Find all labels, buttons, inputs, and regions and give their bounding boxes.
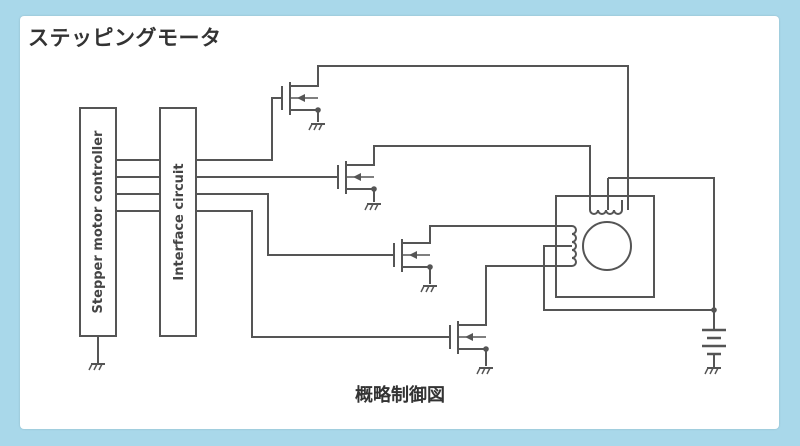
coil-a xyxy=(589,200,623,215)
stepper-motor xyxy=(543,177,717,313)
interface-label: Interface circuit xyxy=(172,163,187,280)
rotor xyxy=(582,221,632,271)
mosfet-1 xyxy=(281,65,629,210)
signal-bus xyxy=(116,159,160,212)
interface-block: Interface circuit xyxy=(159,107,197,337)
controller-block: Stepper motor controller xyxy=(79,107,117,337)
page-title: ステッピングモータ xyxy=(28,26,222,50)
controller-ground xyxy=(88,336,106,371)
diagram-card xyxy=(20,16,779,429)
coil-b xyxy=(566,225,577,267)
gate-wires xyxy=(196,97,450,338)
battery xyxy=(702,310,726,375)
diagram-caption: 概略制御図 xyxy=(355,385,445,406)
mosfet-4 xyxy=(449,265,570,375)
controller-label: Stepper motor controller xyxy=(91,130,106,313)
mosfet-2 xyxy=(337,145,591,211)
mosfet-3 xyxy=(393,225,570,293)
